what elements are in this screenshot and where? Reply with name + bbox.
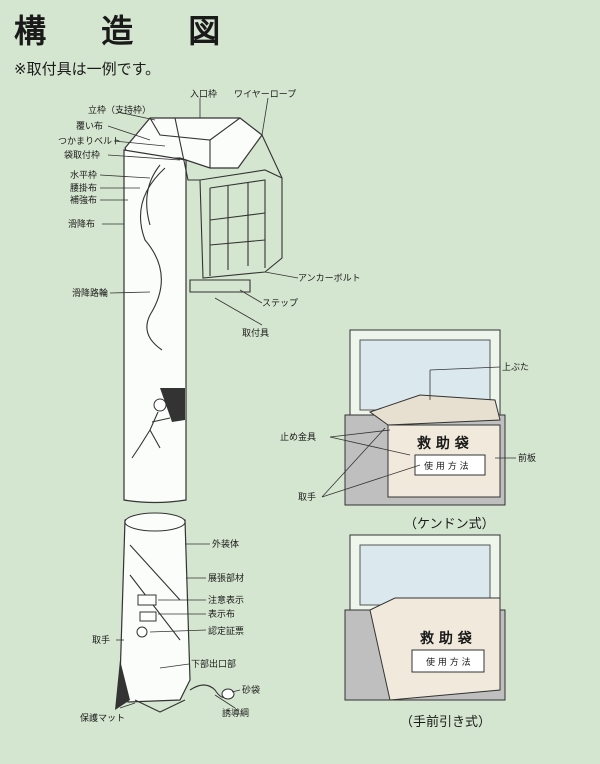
label-kakkou-nuno: 滑降布 <box>68 218 95 230</box>
plate-title-kendon: 救 助 袋 <box>417 435 470 452</box>
label-maeita: 前板 <box>518 452 536 464</box>
label-hokyo-nuno: 補強布 <box>70 194 97 206</box>
storage-box-kendon <box>344 329 506 506</box>
label-tome-kanagu: 止め金具 <box>280 431 316 443</box>
label-kabu-deguchi: 下部出口部 <box>191 658 236 670</box>
upper-chute-drawing <box>123 117 283 504</box>
label-tsukamari-belt: つかまりベルト <box>58 136 121 147</box>
plate-title-temae: 救 助 袋 <box>420 630 473 647</box>
leader-lines <box>99 97 516 709</box>
label-uebuta: 上ぶた <box>502 362 529 373</box>
label-sunabukuro: 砂袋 <box>242 684 260 696</box>
label-totte-box: 取手 <box>298 491 316 503</box>
label-toritsuke-gu: 取付具 <box>242 328 269 339</box>
note-text: ※取付具は一例です。 <box>14 60 161 78</box>
label-hogo-mat: 保護マット <box>80 712 125 724</box>
label-totte-left: 取手 <box>92 634 110 646</box>
label-yuudou-tsuna: 誘導綱 <box>222 707 249 719</box>
label-tatewaku: 立枠（支持枠） <box>88 104 151 116</box>
label-kakkou-rowa: 滑降路輪 <box>72 287 108 299</box>
plate-sub-kendon: 使 用 方 法 <box>424 460 469 472</box>
caption-kendon: （ケンドン式） <box>404 517 495 532</box>
label-suihei-waku: 水平枠 <box>70 169 97 181</box>
label-fukuro-toritsuke-waku: 袋取付枠 <box>64 149 100 161</box>
label-ooinuno: 覆い布 <box>76 120 103 132</box>
lower-chute-drawing <box>115 512 235 713</box>
label-nintei-shoushi: 認定証票 <box>208 625 244 637</box>
caption-temae: （手前引き式） <box>400 714 491 730</box>
callout-labels: 入口枠 ワイヤーロープ 立枠（支持枠） 覆い布 つかまりベルト 袋取付枠 水平枠… <box>58 88 536 724</box>
label-wire-rope: ワイヤーロープ <box>234 89 296 100</box>
page-title: 構 造 図 <box>14 12 243 50</box>
storage-box-temae <box>344 534 506 701</box>
label-chuui-hyouji: 注意表示 <box>208 594 244 606</box>
label-koshikake-nuno: 腰掛布 <box>70 182 97 194</box>
label-iriguchi-waku: 入口枠 <box>190 88 217 100</box>
label-kouchou-buzai: 展張部材 <box>208 572 244 584</box>
label-step: ステップ <box>262 298 298 309</box>
plate-sub-temae: 使 用 方 法 <box>426 656 471 668</box>
label-anchor-bolt: アンカーボルト <box>298 273 361 284</box>
label-gaisoutai: 外装体 <box>212 538 239 550</box>
label-hyouji-nuno: 表示布 <box>208 608 235 620</box>
